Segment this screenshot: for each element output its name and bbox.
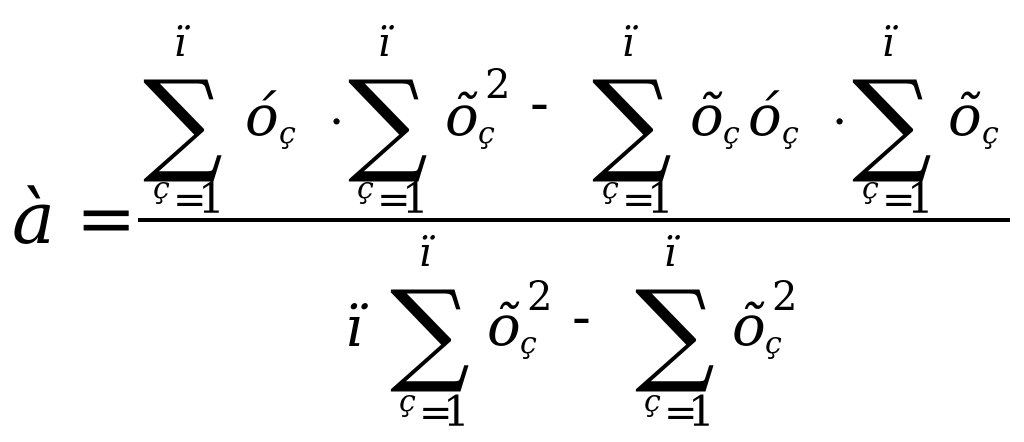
denominator-sum-1: ï ∑ ç = 1 õ ç 2 <box>390 230 552 436</box>
term-x-exponent: 2 <box>772 274 797 320</box>
sum-lower-eq: = <box>173 177 207 223</box>
term-x-base: õ <box>690 84 724 149</box>
sum-lower-var: ç <box>399 384 416 419</box>
sum-lower-val: 1 <box>443 387 470 436</box>
numerator-sum-2: ï ∑ ç = 1 õ ç 2 <box>348 20 510 223</box>
numerator-sum-1: ï ∑ ç = 1 ó ç <box>143 20 296 223</box>
sum-lower-var: ç <box>644 384 661 419</box>
sum-lower-var: ç <box>357 171 374 206</box>
term-x-sub: ç <box>982 116 999 151</box>
sum-lower-eq: = <box>377 177 411 223</box>
term-x-base: õ <box>445 84 479 149</box>
sum-lower-var: ç <box>153 171 170 206</box>
sum-lower-val: 1 <box>402 174 429 223</box>
sigma-symbol: ∑ <box>390 267 470 397</box>
sum-upper-limit: ï <box>419 230 436 276</box>
fraction-bar <box>138 218 1010 222</box>
multiply-dot-1: · <box>329 94 344 150</box>
sum-lower-eq: = <box>419 390 453 436</box>
sum-lower-val: 1 <box>647 174 674 223</box>
sum-lower-var: ç <box>862 171 879 206</box>
term-x-sub: ç <box>723 116 740 151</box>
sum-lower-val: 1 <box>688 387 715 436</box>
lhs-variable: à <box>12 176 55 260</box>
sigma-symbol: ∑ <box>592 57 672 187</box>
term-y-sub: ç <box>279 116 296 151</box>
sum-upper-limit: ï <box>882 20 899 66</box>
term-x-base: õ <box>732 294 766 359</box>
term-x-sub: ç <box>520 326 537 361</box>
multiply-dot-2: · <box>832 94 847 150</box>
term-x-base: õ <box>948 84 982 149</box>
term-x-base: õ <box>487 294 521 359</box>
minus-sign-numerator: - <box>530 71 549 136</box>
numerator-sum-3: ï ∑ ç = 1 õ ç ó ç <box>592 20 799 223</box>
sigma-symbol: ∑ <box>635 267 715 397</box>
term-x-sub: ç <box>765 326 782 361</box>
term-x-exponent: 2 <box>527 274 552 320</box>
sum-lower-eq: = <box>664 390 698 436</box>
sigma-symbol: ∑ <box>348 57 428 187</box>
sum-upper-limit: ï <box>664 230 681 276</box>
sigma-symbol: ∑ <box>852 57 932 187</box>
minus-sign-denominator: - <box>572 285 591 350</box>
denominator-sum-2: ï ∑ ç = 1 õ ç 2 <box>635 230 797 436</box>
sum-lower-eq: = <box>622 177 656 223</box>
denominator-coefficient: ï <box>345 295 369 360</box>
term-x-sub: ç <box>478 116 495 151</box>
sum-lower-eq: = <box>882 177 916 223</box>
sigma-symbol: ∑ <box>143 57 223 187</box>
term-y-sub: ç <box>782 116 799 151</box>
term-y-base: ó <box>748 84 782 149</box>
term-y-base: ó <box>245 84 279 149</box>
sum-lower-val: 1 <box>907 174 934 223</box>
sum-upper-limit: ï <box>378 20 395 66</box>
sum-lower-var: ç <box>602 171 619 206</box>
sum-upper-limit: ï <box>174 20 191 66</box>
equals-sign: = <box>76 176 136 260</box>
sum-lower-val: 1 <box>198 174 225 223</box>
term-x-exponent: 2 <box>485 62 510 108</box>
sum-upper-limit: ï <box>622 20 639 66</box>
numerator-sum-4: ï ∑ ç = 1 õ ç <box>852 20 999 223</box>
